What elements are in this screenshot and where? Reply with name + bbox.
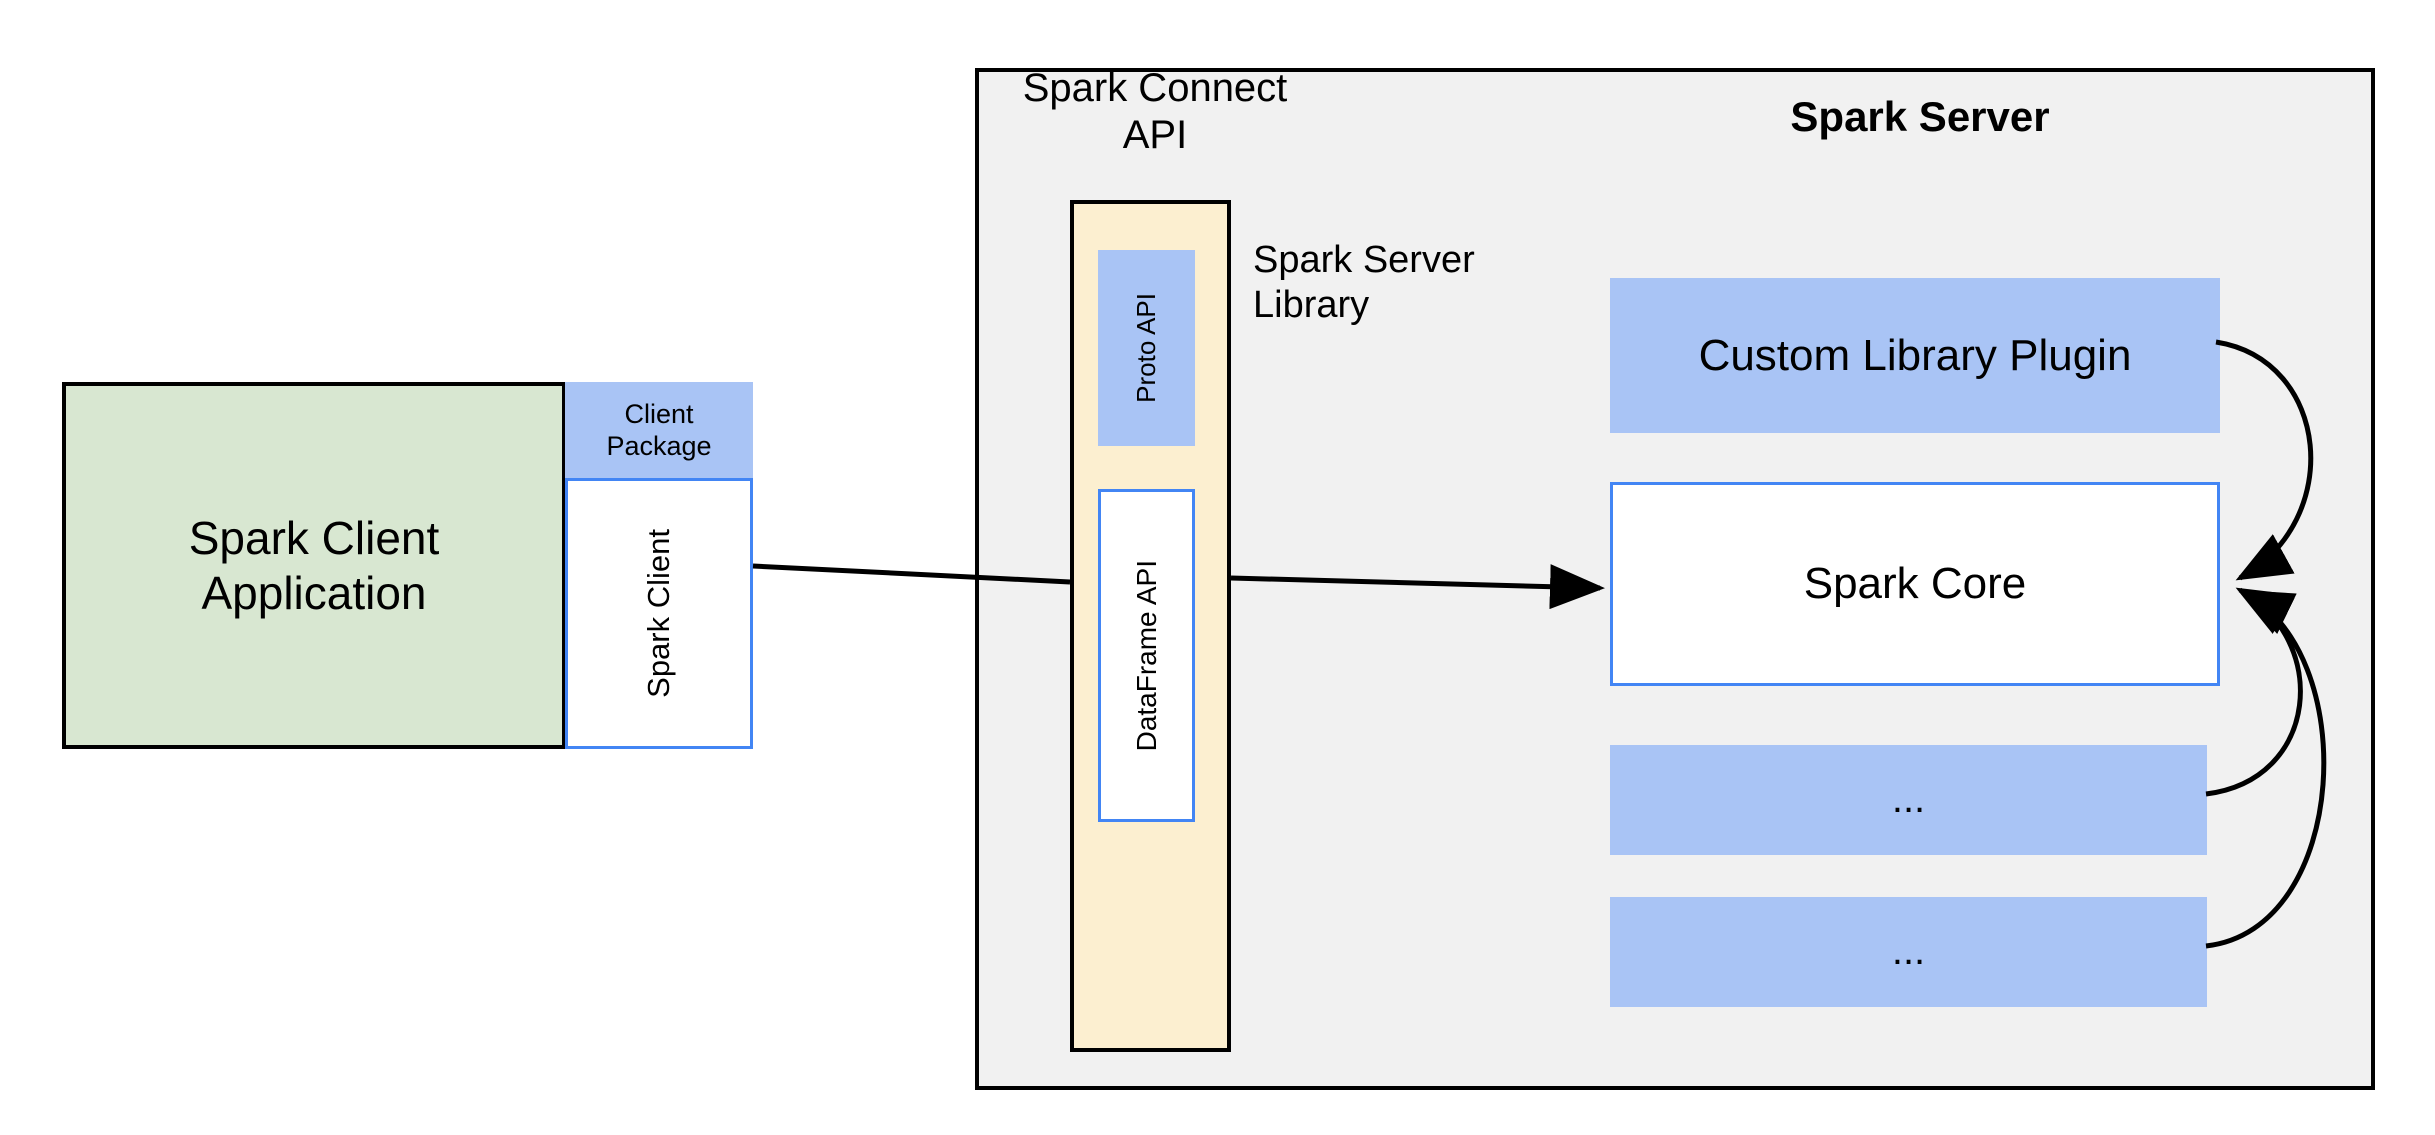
dataframe-api-label: DataFrame API bbox=[1130, 559, 1162, 752]
client-app-line-2: Application bbox=[201, 566, 427, 619]
server-component-ellipsis-2[interactable]: ... bbox=[1610, 897, 2207, 1007]
spark-core-box[interactable]: Spark Core bbox=[1610, 482, 2220, 686]
proto-api-label: Proto API bbox=[1131, 293, 1162, 403]
spark-client-box[interactable]: Spark Client bbox=[565, 478, 753, 749]
custom-library-plugin-box[interactable]: Custom Library Plugin bbox=[1610, 278, 2220, 433]
spark-client-label: Spark Client bbox=[640, 529, 676, 698]
custom-library-plugin-label: Custom Library Plugin bbox=[1698, 330, 2132, 380]
ellipsis-label-1: ... bbox=[1891, 777, 1926, 822]
client-package-box[interactable]: Client Package bbox=[565, 382, 753, 479]
spark-server-title: Spark Server bbox=[1790, 93, 2050, 141]
client-package-label: Client Package bbox=[606, 399, 711, 463]
ellipsis-label-2: ... bbox=[1891, 929, 1926, 974]
client-package-line-2: Package bbox=[606, 430, 712, 461]
server-component-ellipsis-1[interactable]: ... bbox=[1610, 745, 2207, 855]
connect-api-line-2: API bbox=[1122, 113, 1188, 157]
spark-client-application-box[interactable]: Spark Client Application bbox=[62, 382, 566, 749]
proto-api-box[interactable]: Proto API bbox=[1098, 250, 1195, 446]
server-library-line-2: Library bbox=[1253, 283, 1370, 326]
spark-server-library-label: Spark Server Library bbox=[1253, 238, 1593, 348]
connect-api-line-1: Spark Connect bbox=[1022, 65, 1288, 110]
spark-connect-api-label: Spark Connect API bbox=[1010, 62, 1300, 162]
spark-client-application-label: Spark Client Application bbox=[189, 511, 440, 620]
client-app-line-1: Spark Client bbox=[188, 512, 440, 565]
server-library-line-1: Spark Server bbox=[1253, 239, 1475, 281]
client-package-line-1: Client bbox=[624, 398, 694, 429]
dataframe-api-box[interactable]: DataFrame API bbox=[1098, 489, 1195, 822]
spark-core-label: Spark Core bbox=[1803, 559, 2027, 609]
